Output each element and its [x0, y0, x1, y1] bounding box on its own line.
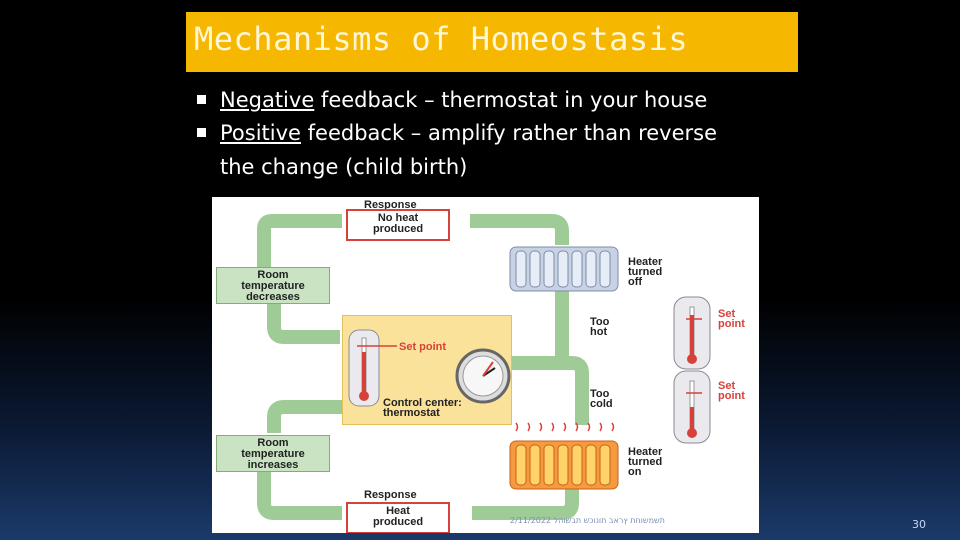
thermometer-low-icon [673, 370, 711, 444]
set-point-low-label: Set point [718, 380, 745, 402]
bullet-text: feedback – thermostat in your house [314, 88, 708, 112]
label-line: turned [628, 266, 663, 278]
too-hot-label: Too hot [590, 316, 610, 338]
slide-title: Mechanisms of Homeostasis [194, 20, 689, 58]
label-line: cold [590, 398, 613, 410]
heater-off-label: Heater turned off [628, 256, 663, 288]
control-center-panel: Set point Control center: thermostat [342, 315, 512, 425]
radiator-on-icon [509, 422, 619, 490]
bullet-continuation: the change (child birth) [220, 155, 468, 179]
square-bullet-icon [197, 95, 206, 104]
bullet-term: Negative [220, 88, 315, 112]
label-line: Heater [628, 256, 663, 268]
label-line: Control center: [383, 397, 462, 409]
label-line: hot [590, 326, 608, 338]
label-line: on [628, 466, 642, 478]
label-line: thermostat [383, 407, 440, 419]
bullet-positive: Positive feedback – amplify rather than … [194, 117, 794, 184]
homeostasis-diagram: Response No heat produced Room temperatu… [212, 197, 759, 533]
set-point-high-label: Set point [718, 308, 745, 330]
label-line: Heater [628, 446, 663, 458]
label-line: off [628, 276, 643, 288]
control-center-label: Control center: thermostat [383, 397, 462, 419]
box-line: decreases [246, 291, 300, 303]
label-line: turned [628, 456, 663, 468]
radiator-off-icon [509, 246, 619, 292]
slide-number: 30 [912, 518, 926, 531]
title-bar: Mechanisms of Homeostasis [186, 12, 798, 72]
response-top-label: Response [364, 199, 417, 211]
box-line: increases [247, 459, 299, 471]
label-line: Set [718, 380, 736, 392]
arrow-too-cold [512, 356, 589, 425]
bullet-text: feedback – amplify rather than reverse [300, 121, 718, 145]
thermostat-icon [348, 329, 511, 407]
arrow-bottom-left [257, 469, 342, 520]
set-point-label: Set point [399, 341, 447, 353]
heater-on-label: Heater turned on [628, 446, 663, 478]
arrow-bottom-right [472, 487, 579, 520]
arrow-top-right [470, 214, 569, 245]
arrow-to-control [267, 301, 340, 344]
arrow-top-left [257, 214, 342, 267]
box-line: produced [372, 516, 424, 528]
room-temp-decreases-box: Room temperature decreases [216, 267, 330, 304]
bullet-negative: Negative feedback – thermostat in your h… [194, 84, 794, 117]
room-temp-increases-box: Room temperature increases [216, 435, 330, 472]
response-top-box: No heat produced [346, 209, 450, 241]
label-line: Set [718, 308, 736, 320]
box-line: produced [372, 223, 424, 235]
label-line: point [718, 318, 745, 330]
response-bottom-box: Heat produced [346, 502, 450, 533]
label-line: point [718, 390, 745, 402]
box-line: temperature [241, 448, 305, 460]
thermometer-high-icon [673, 296, 711, 370]
bullet-term: Positive [220, 121, 301, 145]
box-line: Room [257, 269, 289, 281]
box-line: No heat [377, 212, 419, 224]
square-bullet-icon [197, 128, 206, 137]
too-cold-label: Too cold [590, 388, 613, 410]
label-line: Too [590, 388, 610, 400]
arrow-to-increase [267, 400, 342, 433]
response-bottom-label: Response [364, 489, 417, 501]
slide-footer: תשמשוחת ץראב תונוכש תבשוהל 2/11/2022 [510, 516, 665, 525]
box-line: Room [257, 437, 289, 449]
box-line: temperature [241, 280, 305, 292]
bullet-list: Negative feedback – thermostat in your h… [194, 84, 794, 184]
feedback-loop-arrows [257, 214, 711, 520]
box-line: Heat [386, 505, 410, 517]
label-line: Too [590, 316, 610, 328]
